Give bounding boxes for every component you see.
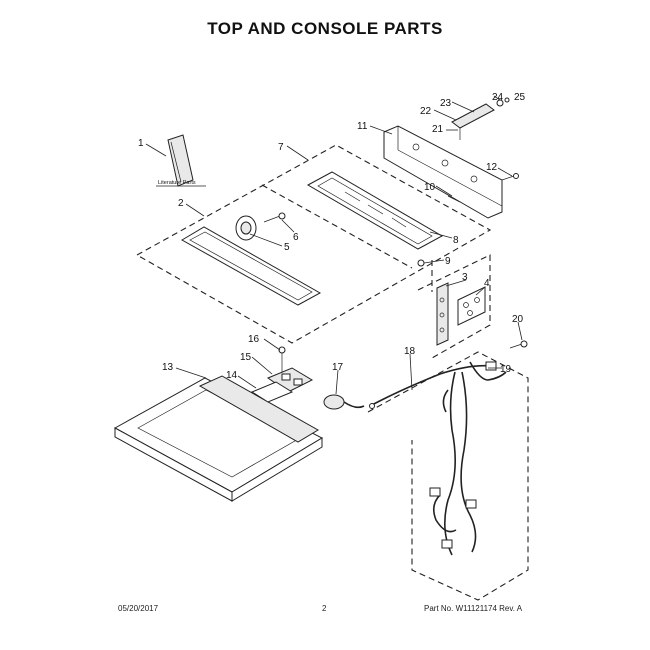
callout-9: 9 — [445, 256, 451, 267]
callout-17: 17 — [332, 362, 344, 373]
literature-parts-label: Literature Parts — [158, 180, 196, 186]
callout-5: 5 — [284, 242, 290, 253]
bracket-3-part — [436, 282, 449, 346]
callout-11: 11 — [357, 121, 368, 132]
screw-25-part — [504, 97, 510, 103]
screw-6-part — [263, 212, 286, 223]
bracket-group-outline — [417, 254, 491, 359]
console-inner-divider — [261, 184, 413, 269]
clip-9-part — [417, 259, 425, 267]
screw-10-part — [447, 195, 461, 203]
footer-part-number: Part No. W11121174 Rev. A — [424, 604, 523, 613]
wire-harness-part — [429, 361, 507, 556]
page-title: TOP AND CONSOLE PARTS — [207, 19, 443, 38]
callout-22: 22 — [420, 106, 432, 117]
screw-12-part — [501, 173, 519, 181]
hinge-14-part — [250, 381, 294, 403]
console-back-panel-part — [383, 125, 503, 219]
callout-12: 12 — [486, 162, 498, 173]
top-panel-part — [113, 375, 324, 502]
sensor-17-part — [323, 394, 365, 410]
screw-20-part — [509, 340, 528, 349]
harness-group-outline — [367, 351, 529, 601]
callout-19: 19 — [500, 364, 512, 375]
callout-2: 2 — [178, 198, 184, 209]
callout-25: 25 — [514, 92, 526, 103]
callout-21: 21 — [432, 124, 444, 135]
callout-labels: 1 2 3 4 5 6 7 8 9 10 11 12 13 14 15 16 1… — [138, 92, 526, 381]
callout-13: 13 — [162, 362, 174, 373]
footer-date: 05/20/2017 — [118, 604, 159, 613]
screw-16-part — [278, 346, 286, 372]
footer-page-number: 2 — [322, 604, 327, 613]
callout-4: 4 — [484, 278, 490, 289]
cable-18-part — [369, 364, 493, 409]
callout-24: 24 — [492, 92, 504, 103]
literature-part — [167, 134, 194, 187]
callout-10: 10 — [424, 182, 436, 193]
callout-1: 1 — [138, 138, 144, 149]
console-panel-part — [180, 226, 322, 306]
knob-part — [235, 215, 257, 241]
console-group-outline — [135, 144, 492, 344]
callout-3: 3 — [462, 272, 468, 283]
callout-23: 23 — [440, 98, 452, 109]
console-housing-part — [306, 171, 444, 250]
ui-bracket-part — [451, 103, 495, 140]
callout-7: 7 — [278, 142, 284, 153]
callout-14: 14 — [226, 370, 238, 381]
callout-8: 8 — [453, 235, 459, 246]
leader-lines — [145, 95, 523, 395]
callout-15: 15 — [240, 352, 252, 363]
callout-18: 18 — [404, 346, 416, 357]
callout-20: 20 — [512, 314, 524, 325]
callout-16: 16 — [248, 334, 260, 345]
callout-6: 6 — [293, 232, 299, 243]
bracket-4-part — [457, 286, 486, 326]
